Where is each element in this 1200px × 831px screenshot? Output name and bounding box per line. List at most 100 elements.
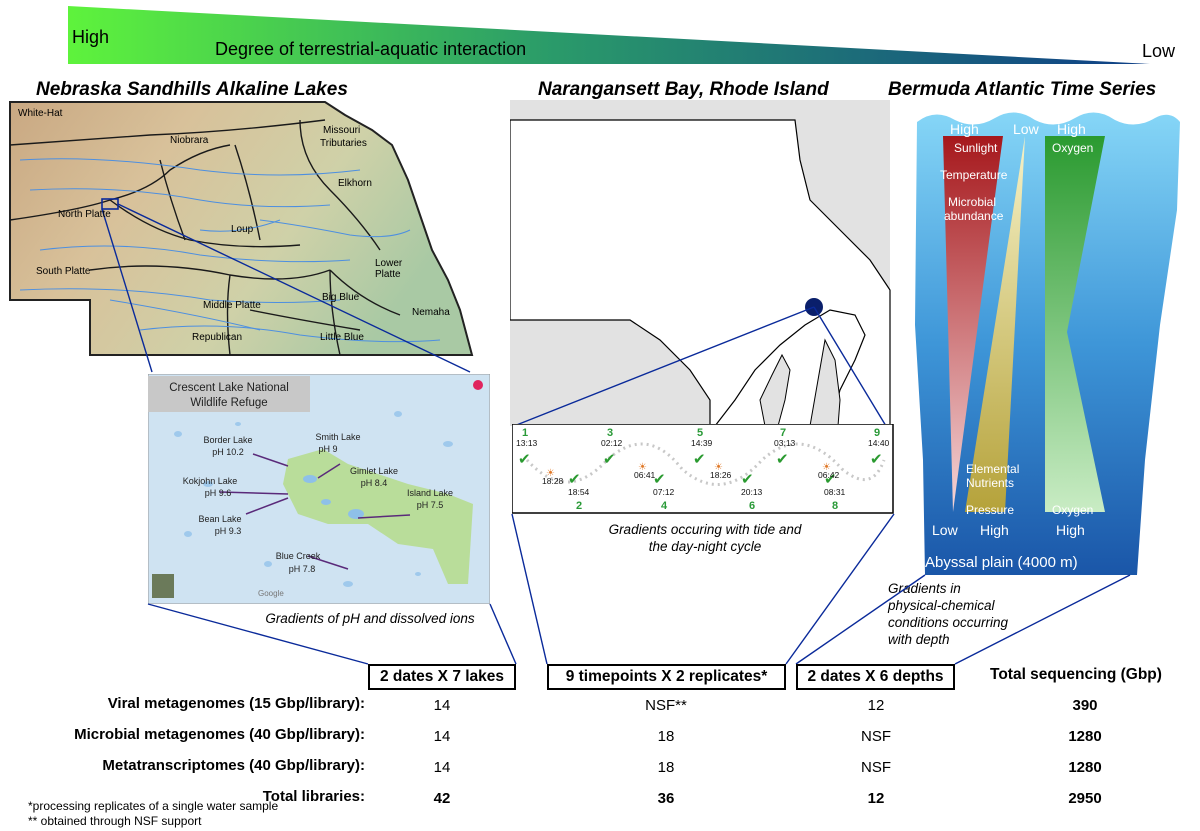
bermuda-top-high-left: High <box>950 121 979 137</box>
lake-gimlet-ph: pH 8.4 <box>361 478 388 488</box>
sun-event-time: 06:42 <box>818 470 840 480</box>
checkmark-icon: ✔ <box>603 451 616 468</box>
sun-event-time: 18:26 <box>710 470 732 480</box>
label-elemental: Elemental <box>966 462 1020 476</box>
timepoint-time-9: 14:40 <box>868 438 890 448</box>
lake-border-ph: pH 10.2 <box>212 447 244 457</box>
sun-event-time: 06:41 <box>634 470 656 480</box>
label-oxygen-top: Oxygen <box>1052 141 1094 155</box>
cell-metatrans-depths: NSF <box>861 759 891 776</box>
row-label-viral: Viral metagenomes (15 Gbp/library): <box>107 695 365 712</box>
narragansett-bay-map <box>510 100 891 427</box>
region-nemaha: Nemaha <box>412 307 450 318</box>
tide-timeline: 113:13✔218:54✔302:12✔407:12✔514:39✔620:1… <box>512 424 894 514</box>
timepoint-number-5: 5 <box>697 427 703 439</box>
bermuda-caption-3: conditions occurring <box>888 615 1009 630</box>
nebraska-title: Nebraska Sandhills Alkaline Lakes <box>36 79 348 100</box>
checkmark-icon: ✔ <box>653 471 666 488</box>
timepoint-number-9: 9 <box>874 427 880 439</box>
row-label-total: Total libraries: <box>262 788 365 805</box>
label-microbial: Microbial <box>948 195 997 209</box>
lake-border-name: Border Lake <box>203 435 252 445</box>
inset-user-icon <box>473 380 483 390</box>
timepoint-time-2: 18:54 <box>568 487 590 497</box>
lake-bean-ph: pH 9.3 <box>215 526 242 536</box>
checkmark-icon: ✔ <box>870 451 883 468</box>
timepoint-number-8: 8 <box>832 500 838 512</box>
cell-metatrans-total: 1280 <box>1068 759 1102 776</box>
region-loup: Loup <box>231 224 254 235</box>
region-little-blue: Little Blue <box>320 332 364 343</box>
cell-total-timepoints: 36 <box>657 790 675 807</box>
region-big-blue: Big Blue <box>322 292 360 303</box>
cell-total-lakes: 42 <box>433 790 451 807</box>
region-niobrara: Niobrara <box>170 135 209 146</box>
region-south-platte: South Platte <box>36 266 91 277</box>
cell-microbial-depths: NSF <box>861 728 891 745</box>
bermuda-caption-1: Gradients in <box>888 581 961 596</box>
region-tributaries: Tributaries <box>320 138 367 149</box>
cell-viral-timepoints: NSF** <box>645 697 687 714</box>
map-credit: Google <box>258 589 284 598</box>
sun-event-time: 18:28 <box>542 476 564 486</box>
abyssal-plain-label: Abyssal plain (4000 m) <box>925 554 1078 571</box>
bermuda-top-high-right: High <box>1057 121 1086 137</box>
region-republican: Republican <box>192 332 242 343</box>
bermuda-title: Bermuda Atlantic Time Series <box>888 79 1157 100</box>
timepoint-number-4: 4 <box>661 500 668 512</box>
label-pressure: Pressure <box>966 503 1015 517</box>
label-temperature: Temperature <box>940 168 1008 182</box>
cell-microbial-lakes: 14 <box>433 728 451 745</box>
sun-horizon-icon: ☀ <box>638 462 647 473</box>
region-north-platte: North Platte <box>58 209 111 220</box>
cell-microbial-total: 1280 <box>1068 728 1102 745</box>
region-elkhorn: Elkhorn <box>338 178 372 189</box>
bermuda-top-low: Low <box>1013 121 1039 137</box>
timepoint-number-3: 3 <box>607 427 613 439</box>
lake-smith-ph: pH 9 <box>318 444 337 454</box>
satellite-thumbnail[interactable] <box>152 574 174 598</box>
cell-microbial-timepoints: 18 <box>657 728 675 745</box>
lake-island-name: Island Lake <box>407 488 453 498</box>
col-header-depths: 2 dates X 6 depths <box>796 664 955 690</box>
gradient-low-label: Low <box>1142 41 1176 61</box>
bermuda-water-column <box>915 112 1180 575</box>
lake-island-ph: pH 7.5 <box>417 500 444 510</box>
timepoint-time-7: 03:13 <box>774 438 796 448</box>
timepoint-time-6: 20:13 <box>741 487 763 497</box>
sun-horizon-icon: ☀ <box>714 462 723 473</box>
crescent-lake-inset-map: Crescent Lake National Wildlife Refuge B… <box>148 374 490 604</box>
lake-kokjohn-ph: pH 9.6 <box>205 488 232 498</box>
col-header-timepoints: 9 timepoints X 2 replicates* <box>547 664 786 690</box>
checkmark-icon: ✔ <box>824 471 837 488</box>
sun-horizon-icon: ☀ <box>546 468 555 479</box>
lake-smith-name: Smith Lake <box>315 432 360 442</box>
timepoint-number-2: 2 <box>576 500 582 512</box>
region-platte: Platte <box>375 269 401 280</box>
gradient-title: Degree of terrestrial-aquatic interactio… <box>215 39 527 59</box>
col-header-lakes: 2 dates X 7 lakes <box>368 664 516 690</box>
interaction-gradient-wedge <box>68 6 1150 64</box>
cell-total-total: 2950 <box>1068 790 1102 807</box>
timepoint-time-8: 08:31 <box>824 487 846 497</box>
label-abundance: abundance <box>944 209 1004 223</box>
timepoint-time-3: 02:12 <box>601 438 623 448</box>
nebraska-caption: Gradients of pH and dissolved ions <box>265 611 475 626</box>
region-white-hat: White-Hat <box>18 108 63 119</box>
cell-metatrans-timepoints: 18 <box>657 759 675 776</box>
nebraska-watershed-map: White-Hat Niobrara Missouri Tributaries … <box>9 101 474 373</box>
timepoint-time-5: 14:39 <box>691 438 713 448</box>
lake-bluecreek-ph: pH 7.8 <box>289 564 316 574</box>
cell-viral-depths: 12 <box>867 697 885 714</box>
bermuda-caption-2: physical-chemical <box>888 598 995 613</box>
label-oxygen-bottom: Oxygen <box>1052 503 1094 517</box>
col-header-total: Total sequencing (Gbp) <box>990 666 1162 683</box>
region-missouri: Missouri <box>323 125 360 136</box>
timepoint-time-1: 13:13 <box>516 438 538 448</box>
footnote-replicates: *processing replicates of a single water… <box>28 799 279 813</box>
gradient-high-label: High <box>72 27 110 47</box>
label-sunlight: Sunlight <box>954 141 998 155</box>
timepoint-number-6: 6 <box>749 500 755 512</box>
label-nutrients: Nutrients <box>966 476 1015 490</box>
region-lower: Lower <box>375 258 403 269</box>
